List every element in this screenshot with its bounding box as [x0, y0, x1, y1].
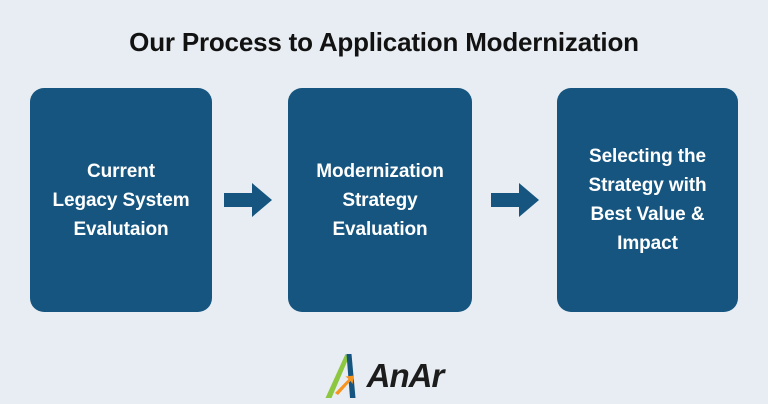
process-step-2: Modernization Strategy Evaluation: [288, 88, 472, 312]
arrow-right-icon: [224, 176, 274, 224]
process-step-1-label: Current Legacy System Evalutaion: [52, 160, 190, 240]
brand-wordmark: AnAr: [366, 357, 445, 394]
page-title: Our Process to Application Modernization: [129, 27, 639, 57]
process-step-3: Selecting the Strategy with Best Value &…: [557, 88, 738, 312]
arrow-right-icon: [491, 176, 541, 224]
process-step-1: Current Legacy System Evalutaion: [30, 88, 212, 312]
process-step-2-label: Modernization Strategy Evaluation: [316, 160, 444, 240]
brand-logo: AnAr: [0, 352, 768, 400]
anar-a-mark-icon: [325, 353, 369, 399]
process-flow: Current Legacy System Evalutaion Moderni…: [0, 88, 768, 312]
process-step-3-label: Selecting the Strategy with Best Value &…: [588, 146, 707, 254]
